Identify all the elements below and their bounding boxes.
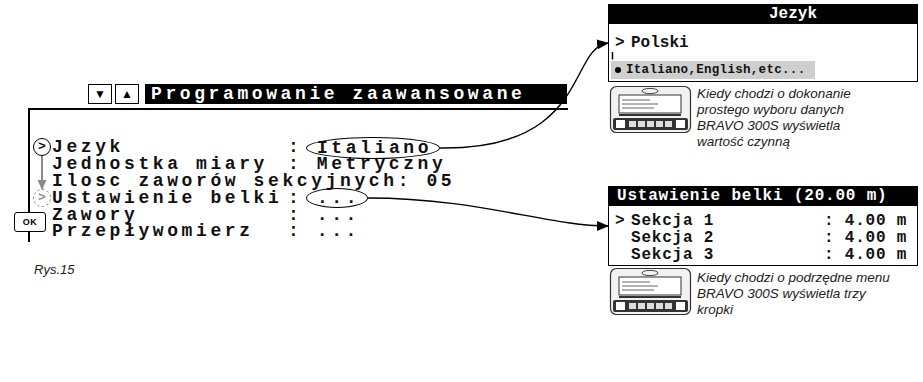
note-text: Kiedy chodzi o podrzędne menu BRAVO 300S… [697,270,893,318]
figure-caption: Rys.15 [34,262,74,278]
value-oval: ... [306,188,368,208]
menu-text: Jezyk [52,139,124,156]
screen-title: Ustawienie belki (20.00 m) [609,187,917,206]
menu-text: : ... [288,223,360,240]
note-text: Kiedy chodzi o dokonanie prostego wyboru… [697,86,877,150]
cursor-symbol: > [38,140,46,154]
menu-value: Italiano [317,140,432,157]
button-symbol: ▲ [121,87,133,101]
cursor-symbol: > [38,191,46,205]
menu-screen: Programowanie zaawansowaneJezyk:Jednostk… [28,108,568,242]
menu-text: Zawory [52,207,138,224]
screen-text: : 4.00 m [824,247,907,264]
screen-text: : 4.00 m [824,213,907,230]
cursor-circle: > [33,138,51,156]
menu-text: Przepływomierz [52,223,254,240]
language-screen: Jezyk > PolskiItaliano,English,etc... [608,4,918,82]
value-oval: Italiano [306,137,440,159]
options-text: Italiano,English,etc... [626,61,805,79]
arrow-button: ▲ [115,84,139,104]
screen-title: Jezyk [609,5,917,24]
menu-text: Jednostka miary [52,156,268,173]
button-label: OK [23,215,38,229]
screen-text: Sekcja 1 [631,213,714,230]
screen-text: : 4.00 m [824,230,907,247]
menu-value: ... [317,190,360,207]
menu-text: Ustawienie belki [52,190,282,207]
screen-text: Sekcja 3 [631,247,714,264]
bracket-line [612,52,614,60]
device-icon [611,269,691,315]
ok-button: OK [14,212,46,232]
screen-text: > [615,213,625,230]
arrow-button: ▼ [88,84,112,104]
boom-screen: Ustawienie belki (20.00 m) > Sekcja 1 : 4.0… [608,186,918,266]
cursor-circle-dashed: > [33,189,51,207]
screen-text: > [615,35,625,52]
button-symbol: ▼ [94,87,106,101]
menu-text: : [288,190,302,207]
connector-arrow [368,198,608,226]
options-band: Italiano,English,etc... [611,61,815,79]
screen-text: Sekcja 2 [631,230,714,247]
menu-text: : ... [288,207,360,224]
connector-arrow [41,156,43,189]
device-icon [611,87,691,133]
menu-text: Ilosc zaworów sekcyjnych: 05 [52,173,455,190]
menu-title: Programowanie zaawansowane [145,84,567,104]
screen-text: Polski [631,35,689,52]
menu-text: : [288,139,302,156]
